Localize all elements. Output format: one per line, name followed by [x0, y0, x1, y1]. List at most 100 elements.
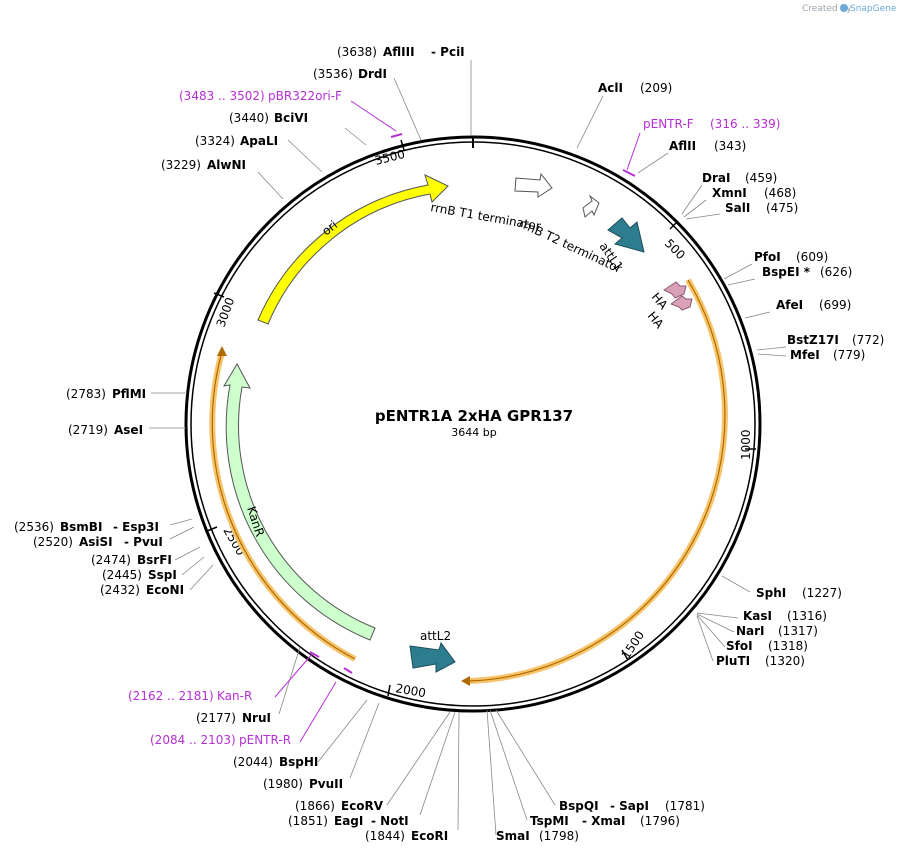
enzyme-esp3I[interactable]: - Esp3I — [113, 520, 159, 534]
credit-brand: SnapGene — [850, 4, 897, 14]
enzyme-pvuII[interactable]: PvuII — [309, 777, 343, 791]
ha-tag-1-label: HA — [649, 290, 671, 313]
enzyme-draI[interactable]: DraI — [702, 171, 730, 185]
primer-pentr-r-range: (2084 .. 2103) — [150, 733, 236, 747]
primer-kan-r[interactable]: Kan-R — [217, 689, 252, 703]
enzyme-sphI[interactable]: SphI — [756, 586, 786, 600]
enzyme-bspEI[interactable]: BspEI * — [762, 265, 811, 279]
enzyme-salI-pos: (475) — [766, 201, 798, 215]
enzyme-leaders-left — [149, 60, 472, 831]
enzyme-sapI[interactable]: - SapI — [610, 799, 649, 813]
enzyme-bspHI-pos: (2044) — [233, 755, 273, 769]
enzyme-labels-left: (3638) AflIII - PciI (3536) DrdI (3483 .… — [14, 45, 465, 843]
insert-arc-left — [211, 351, 356, 660]
enzyme-pluTI[interactable]: PluTI — [716, 654, 750, 668]
plasmid-length: 3644 bp — [451, 426, 496, 439]
enzyme-sfoI[interactable]: SfoI — [726, 639, 753, 653]
enzyme-ecoRI[interactable]: EcoRI — [411, 829, 448, 843]
primer-pentr-r[interactable]: pENTR-R — [239, 733, 291, 747]
insert-highlight-right — [469, 278, 728, 684]
enzyme-sspI[interactable]: SspI — [148, 568, 177, 582]
enzyme-pfoI[interactable]: PfoI — [754, 250, 781, 264]
enzyme-bsrFI[interactable]: BsrFI — [137, 553, 172, 567]
tick-mark-3500 — [400, 139, 405, 151]
ha-tag-2-label: HA — [645, 309, 667, 332]
enzyme-pflMI[interactable]: PflMI — [112, 387, 146, 401]
enzyme-bciVI[interactable]: BciVI — [274, 111, 308, 125]
primer-pentr-f-range: (316 .. 339) — [710, 117, 780, 131]
enzyme-bstZ17I[interactable]: BstZ17I — [787, 333, 839, 347]
tick-mark-2000 — [387, 684, 391, 697]
enzyme-pciI[interactable]: - PciI — [431, 45, 465, 59]
enzyme-aseI-pos: (2719) — [68, 423, 108, 437]
enzyme-pflMI-pos: (2783) — [66, 387, 106, 401]
enzyme-notI[interactable]: - NotI — [371, 814, 409, 828]
enzyme-pfoI-pos: (609) — [796, 250, 828, 264]
enzyme-ecoRI-pos: (1844) — [365, 829, 405, 843]
ori-feature-arrow — [257, 174, 449, 325]
enzyme-xmnI[interactable]: XmnI — [712, 186, 747, 200]
enzyme-narI[interactable]: NarI — [736, 624, 765, 638]
tick-label-3000: 3000 — [214, 296, 238, 329]
primer-pbr322ori-f[interactable]: pBR322ori-F — [268, 89, 342, 103]
enzyme-bspQI[interactable]: BspQI — [559, 799, 599, 813]
enzyme-nruI[interactable]: NruI — [242, 711, 271, 725]
insert-arrowhead-right — [461, 676, 470, 686]
enzyme-mfeI[interactable]: MfeI — [790, 348, 820, 362]
kanr-feature-arrow — [223, 362, 376, 641]
enzyme-kasI[interactable]: KasI — [743, 609, 772, 623]
attl2-label: attL2 — [420, 629, 451, 643]
enzyme-drdI[interactable]: DrdI — [358, 67, 387, 81]
enzyme-tspMI[interactable]: TspMI — [530, 814, 569, 828]
enzyme-tspMI-pos: (1796) — [640, 814, 680, 828]
enzyme-aflIII[interactable]: AflIII — [383, 45, 415, 59]
enzyme-bciVI-pos: (3440) — [229, 111, 269, 125]
tick-label-500: 500 — [662, 236, 688, 262]
credit-prefix: Created by — [802, 4, 852, 14]
tick-mark-2500 — [206, 526, 218, 532]
enzyme-aflII[interactable]: AflII — [669, 139, 696, 153]
enzyme-ecoRV-pos: (1866) — [295, 799, 335, 813]
enzyme-smaI-pos: (1798) — [539, 829, 579, 843]
ha-tag-2-arrow — [669, 295, 693, 311]
enzyme-drdI-pos: (3536) — [313, 67, 353, 81]
tick-label-1000: 1000 — [739, 429, 753, 460]
attl2-feature-arrow — [409, 641, 456, 673]
insert-arrowhead-left — [217, 346, 227, 356]
enzyme-asiSI[interactable]: AsiSI — [79, 535, 113, 549]
tick-label-2000: 2000 — [394, 681, 427, 700]
enzyme-afeI-pos: (699) — [819, 298, 851, 312]
enzyme-eagI[interactable]: EagI — [334, 814, 363, 828]
primer-pentr-f[interactable]: pENTR-F — [643, 117, 694, 131]
enzyme-bsmBI-pos: (2536) — [14, 520, 54, 534]
primer-markers — [274, 100, 641, 743]
enzyme-leaders-right — [486, 95, 787, 836]
enzyme-aclI[interactable]: AclI — [598, 81, 623, 95]
tick-label-3500: 3500 — [373, 147, 406, 168]
enzyme-sspI-pos: (2445) — [102, 568, 142, 582]
enzyme-draI-pos: (459) — [745, 171, 777, 185]
tick-mark-3000 — [213, 292, 225, 298]
enzyme-aflII-pos: (343) — [714, 139, 746, 153]
plasmid-name: pENTR1A 2xHA GPR137 — [375, 407, 573, 425]
enzyme-smaI[interactable]: SmaI — [496, 829, 530, 843]
enzyme-bspHI[interactable]: BspHI — [279, 755, 318, 769]
enzyme-pvuI[interactable]: - PvuI — [124, 535, 163, 549]
primer-pbr322ori-f-range: (3483 .. 3502) — [179, 89, 265, 103]
enzyme-aseI[interactable]: AseI — [114, 423, 143, 437]
enzyme-narI-pos: (1317) — [778, 624, 818, 638]
enzyme-bsrFI-pos: (2474) — [91, 553, 131, 567]
enzyme-xmaI[interactable]: - XmaI — [582, 814, 625, 828]
attl1-feature-arrow — [607, 217, 645, 253]
enzyme-sphI-pos: (1227) — [802, 586, 842, 600]
enzyme-alwNI[interactable]: AlwNI — [207, 158, 246, 172]
enzyme-apaLI[interactable]: ApaLI — [240, 134, 278, 148]
enzyme-ecoRV[interactable]: EcoRV — [341, 799, 384, 813]
enzyme-alwNI-pos: (3229) — [161, 158, 201, 172]
enzyme-aclI-pos: (209) — [640, 81, 672, 95]
enzyme-afeI[interactable]: AfeI — [776, 298, 803, 312]
enzyme-salI[interactable]: SalI — [725, 201, 750, 215]
enzyme-bsmBI[interactable]: BsmBI — [60, 520, 102, 534]
enzyme-mfeI-pos: (779) — [833, 348, 865, 362]
enzyme-ecoNI[interactable]: EcoNI — [146, 583, 184, 597]
